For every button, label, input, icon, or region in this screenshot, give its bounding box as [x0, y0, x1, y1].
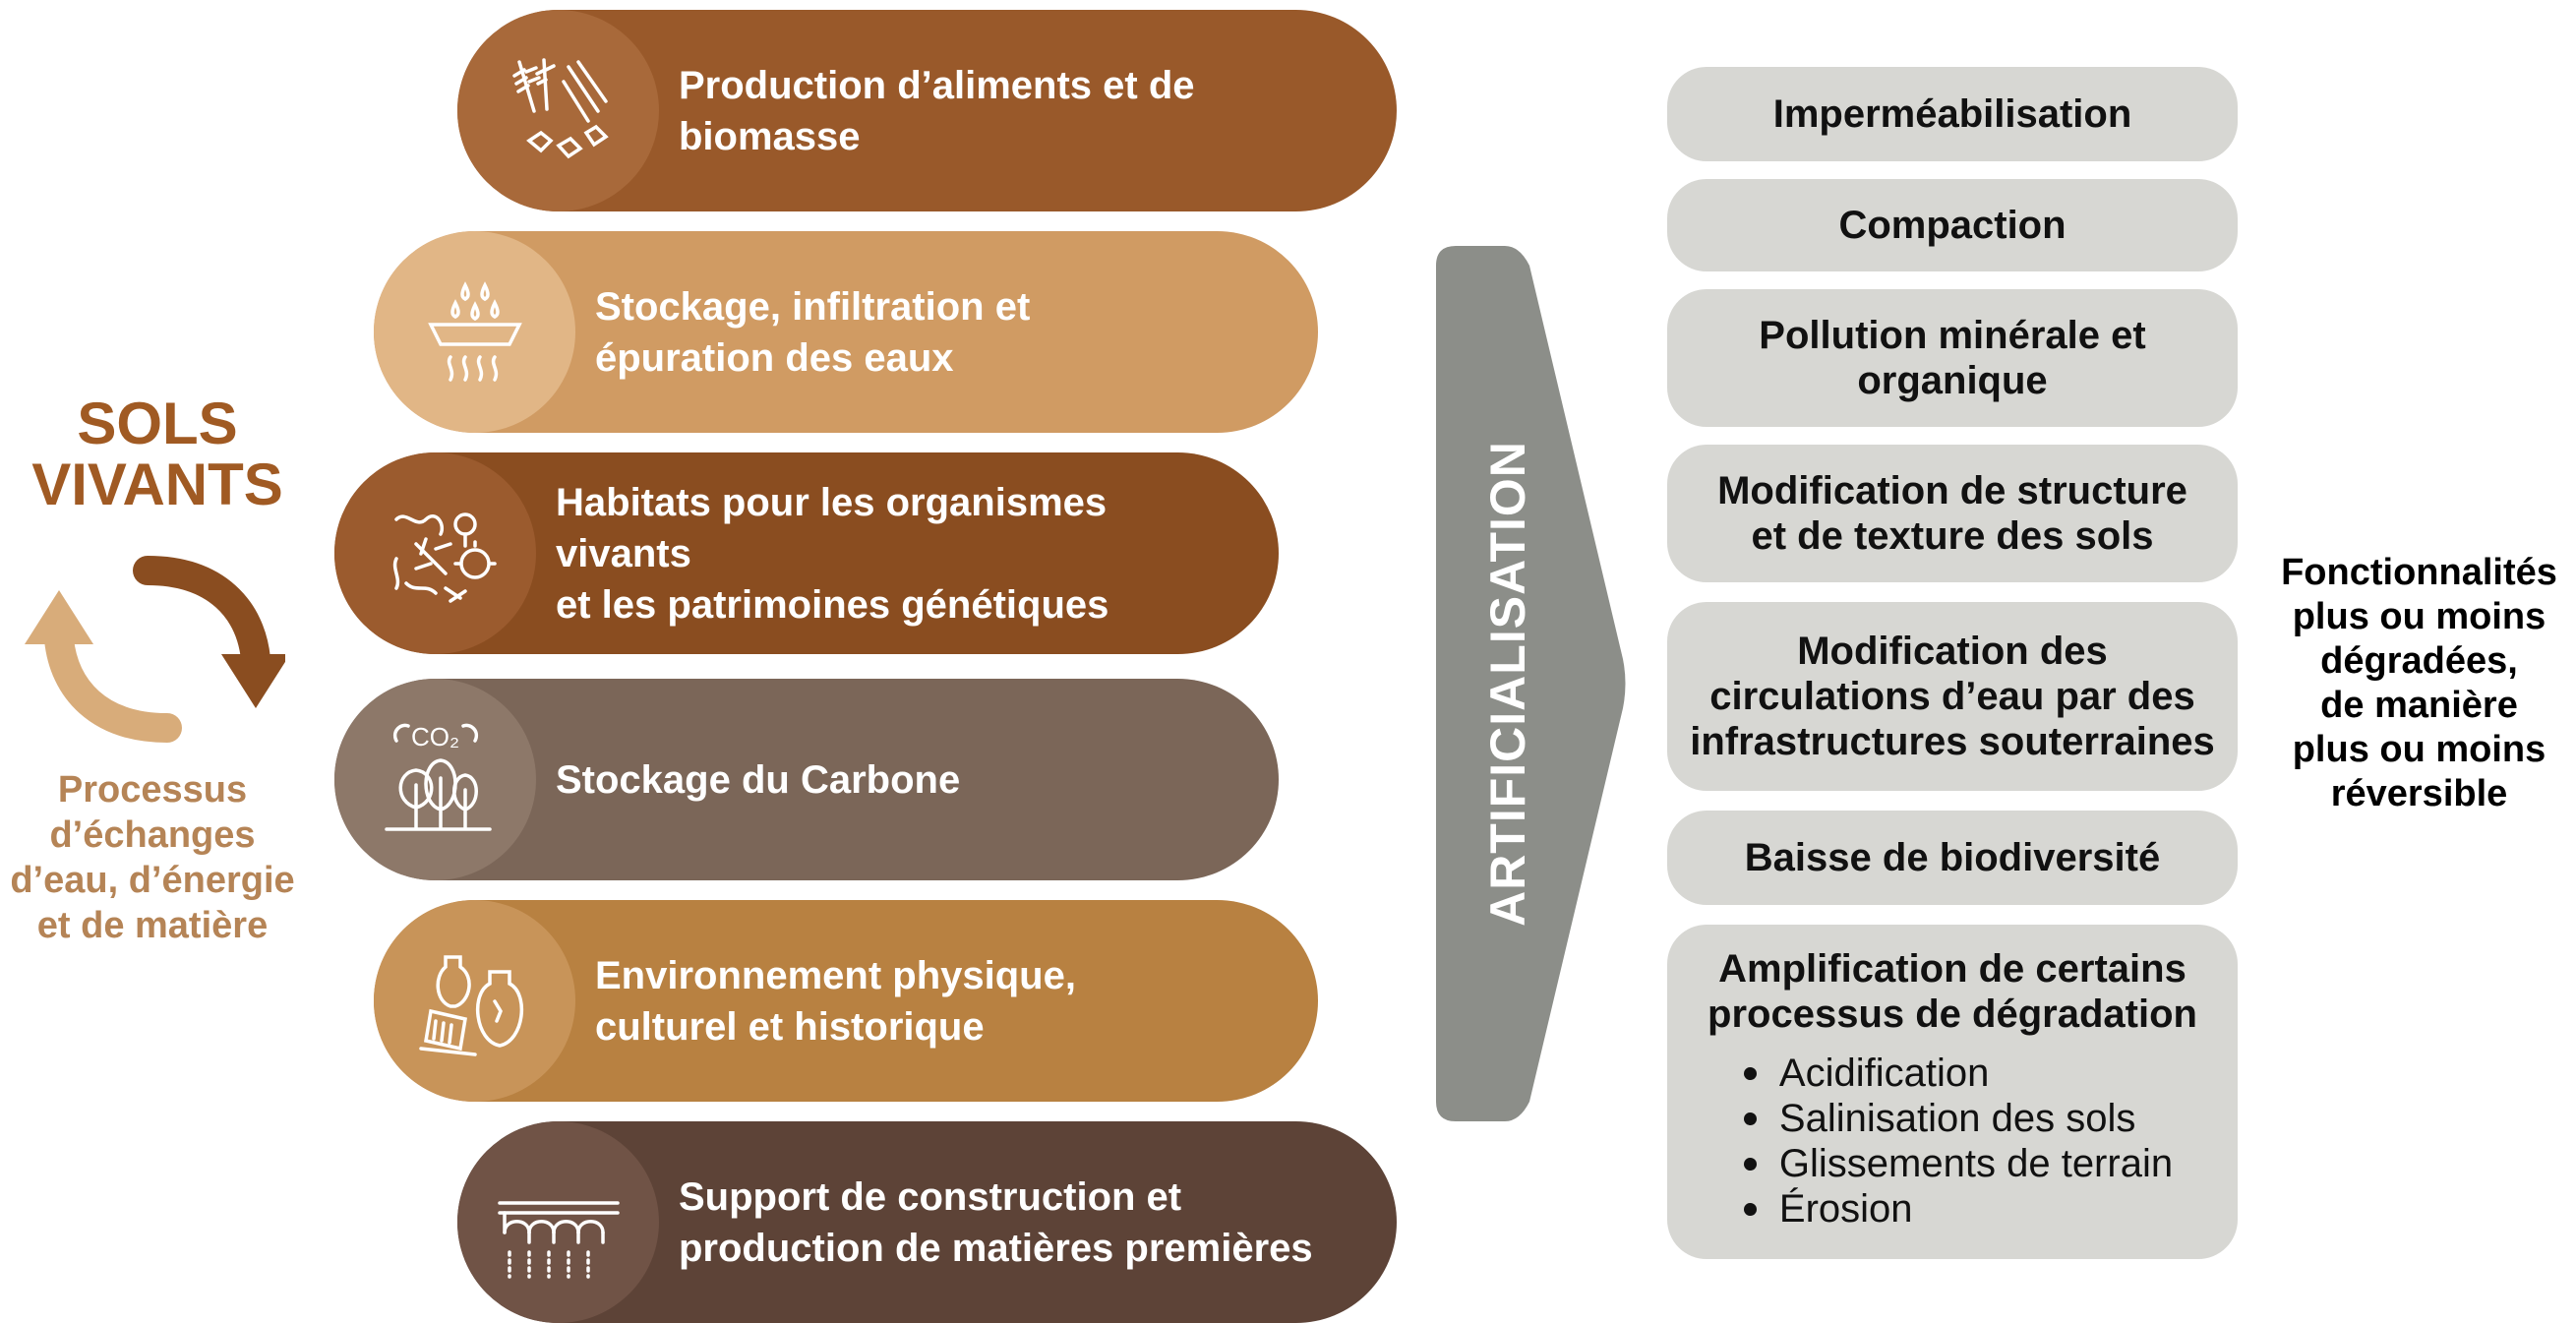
function-label-2b: épuration des eaux [595, 335, 954, 380]
impact-box: Imperméabilisation [1667, 67, 2238, 161]
function-label-1: Production d’aliments et de biomasse [679, 63, 1195, 158]
amplification-list: Acidification Salinisation des sols Glis… [1732, 1051, 2173, 1232]
function-pill-habitats: Habitats pour les organismes vivants et … [334, 452, 1279, 654]
result-line2: plus ou moins [2292, 596, 2546, 637]
impact-box: Baisse de biodiversité [1667, 811, 2238, 905]
result-text: Fonctionnalités plus ou moins dégradées,… [2262, 551, 2576, 816]
function-label-5a: Environnement physique, [595, 953, 1076, 997]
organisms-icon [334, 452, 536, 654]
svg-text:CO₂: CO₂ [411, 722, 459, 752]
impact-box-amplification: Amplification de certains processus de d… [1667, 925, 2238, 1259]
artificialisation-label-wrap: ARTIFICIALISATION [1436, 246, 1579, 1121]
process-line3: d’eau, d’énergie [10, 860, 295, 901]
result-line5: plus ou moins [2292, 729, 2546, 770]
list-item: Salinisation des sols [1732, 1096, 2173, 1141]
process-line4: et de matière [36, 905, 269, 946]
function-label-4: Stockage du Carbone [556, 757, 961, 802]
function-label-2a: Stockage, infiltration et [595, 284, 1031, 329]
process-text: Processus d’échanges d’eau, d’énergie et… [0, 767, 305, 948]
heritage-vases-icon [374, 900, 575, 1102]
impact-3a: Pollution minérale et [1759, 314, 2146, 357]
impact-1: Imperméabilisation [1772, 92, 2132, 136]
amplification-title-2: processus de dégradation [1707, 992, 2197, 1036]
sols-title-line1: SOLS [77, 391, 238, 456]
amplification-title-1: Amplification de certains [1718, 947, 2187, 991]
function-pill-construction: Support de construction et production de… [457, 1121, 1397, 1323]
list-item: Glissements de terrain [1732, 1141, 2173, 1186]
impact-2: Compaction [1838, 204, 2067, 247]
function-label-5b: culturel et historique [595, 1004, 985, 1049]
list-item: Érosion [1732, 1186, 2173, 1232]
process-line1: Processus [57, 769, 248, 811]
co2-trees-icon: CO₂ [334, 679, 536, 880]
result-line6: réversible [2330, 773, 2508, 814]
impact-box: Compaction [1667, 179, 2238, 271]
result-line4: de manière [2320, 685, 2518, 726]
wheat-biomass-icon [457, 10, 659, 211]
function-pill-water: Stockage, infiltration et épuration des … [374, 231, 1318, 433]
function-label-3a: Habitats pour les organismes vivants [556, 480, 1108, 575]
artificialisation-label: ARTIFICIALISATION [1479, 441, 1535, 927]
result-line1: Fonctionnalités [2281, 552, 2557, 593]
process-line2: d’échanges [49, 814, 256, 856]
function-pill-environment: Environnement physique, culturel et hist… [374, 900, 1318, 1102]
artificialisation-arrow [1436, 246, 1626, 1121]
impact-box: Pollution minérale et organique [1667, 289, 2238, 427]
sols-vivants-title: SOLS VIVANTS [0, 393, 315, 515]
impact-box: Modification des circulations d’eau par … [1667, 602, 2238, 791]
cycle-arrows-icon [25, 556, 285, 743]
list-item: Acidification [1732, 1051, 2173, 1096]
function-label-3b: et les patrimoines génétiques [556, 582, 1109, 627]
impact-6: Baisse de biodiversité [1744, 836, 2161, 879]
impact-3b: organique [1857, 359, 2048, 402]
function-label-6b: production de matières premières [679, 1226, 1313, 1270]
impact-5a: Modification des [1797, 630, 2108, 673]
function-pill-food-biomass: Production d’aliments et de biomasse [457, 10, 1397, 211]
water-droplets-icon [374, 231, 575, 433]
impact-4a: Modification de structure [1717, 469, 2187, 512]
aqueduct-icon [457, 1121, 659, 1323]
impact-box: Modification de structure et de texture … [1667, 445, 2238, 582]
sols-title-line2: VIVANTS [31, 451, 283, 517]
function-label-6a: Support de construction et [679, 1174, 1182, 1219]
impact-5c: infrastructures souterraines [1690, 720, 2215, 763]
impact-4b: et de texture des sols [1751, 514, 2154, 558]
result-line3: dégradées, [2320, 640, 2518, 682]
impact-5b: circulations d’eau par des [1709, 675, 2195, 718]
function-pill-carbon: CO₂ Stockage du Carbone [334, 679, 1279, 880]
